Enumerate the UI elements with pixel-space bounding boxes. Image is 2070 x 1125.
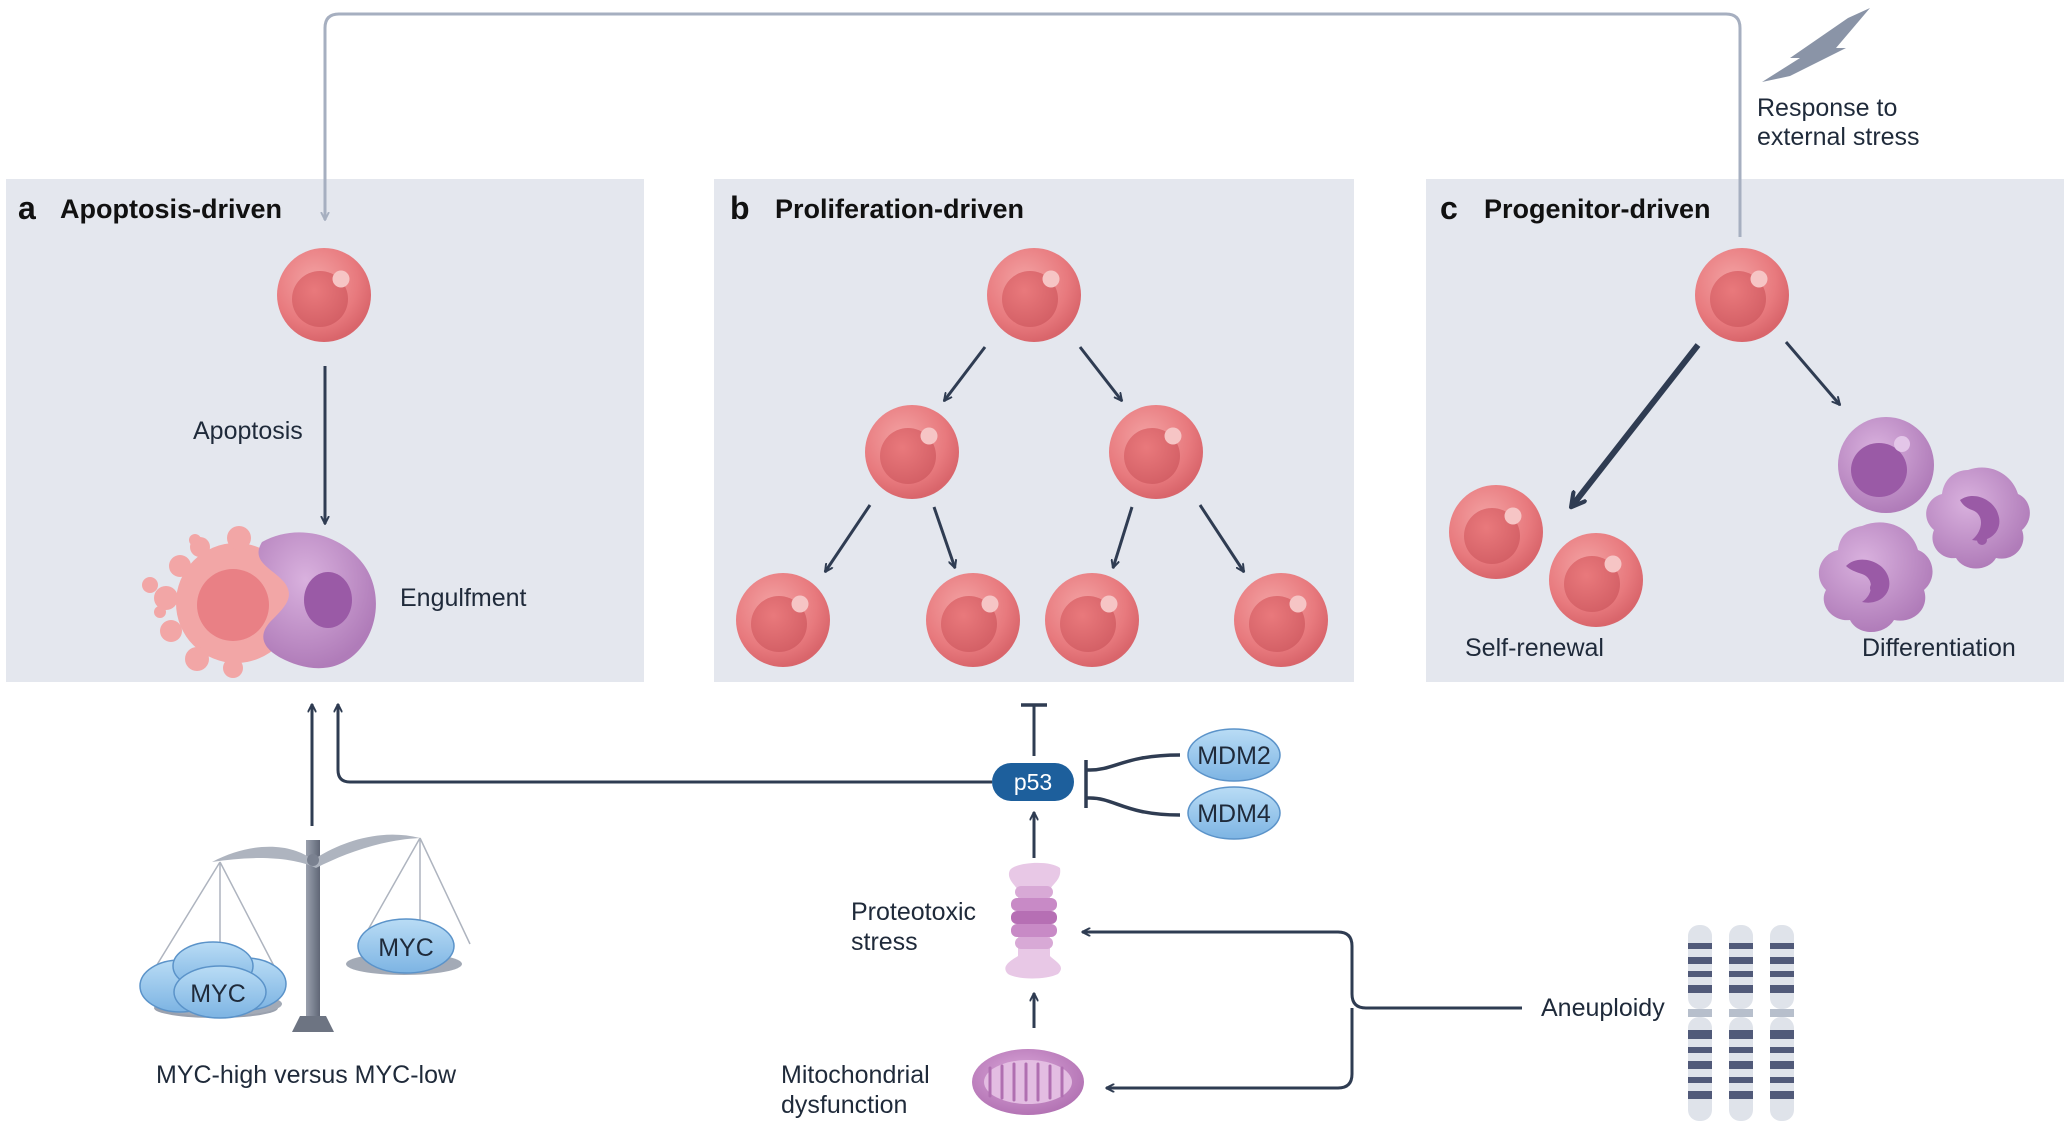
cell-b-bottom-2	[926, 573, 1020, 667]
panel-c-title: Progenitor-driven	[1484, 194, 1711, 224]
mdm4-label: MDM4	[1197, 800, 1271, 828]
aneuploidy-bracket	[1084, 930, 1522, 1090]
apoptosis-label: Apoptosis	[193, 417, 303, 445]
myc-caption: MYC-high versus MYC-low	[156, 1061, 457, 1089]
cell-c-renewal-1	[1449, 485, 1543, 579]
differentiation-arrow	[1784, 341, 1842, 406]
cell-a-top	[277, 248, 371, 342]
p53-label: p53	[1014, 769, 1052, 795]
myc-high-label: MYC	[190, 980, 246, 1008]
division-arrow-3	[823, 504, 872, 572]
mitochondrion-icon	[972, 1049, 1084, 1115]
mdm4-inhibits-p53	[1086, 796, 1181, 817]
chromosome-icon-1	[1688, 925, 1712, 1121]
cell-c-renewal-2	[1549, 533, 1643, 627]
chromosome-icon-2	[1729, 925, 1753, 1121]
mdm4-node	[1187, 786, 1281, 840]
response-label-line1: Response to	[1757, 94, 1897, 122]
self-renewal-arrow	[1572, 343, 1701, 506]
panel-a-letter: a	[18, 190, 36, 226]
differentiation-label: Differentiation	[1862, 634, 2016, 662]
p53-to-apoptosis-arrow	[338, 704, 992, 784]
proteasome-icon	[1005, 862, 1061, 979]
engulfment-label: Engulfment	[400, 584, 527, 612]
aneuploidy-label: Aneuploidy	[1541, 994, 1665, 1022]
cell-b-bottom-3	[1045, 573, 1139, 667]
cell-b-bottom-4	[1234, 573, 1328, 667]
proteotoxic-label-line1: Proteotoxic	[851, 898, 976, 926]
mdm2-inhibits-p53	[1086, 753, 1181, 772]
panel-c-letter: c	[1440, 190, 1458, 226]
mito-label-line2: dysfunction	[781, 1091, 907, 1119]
mdm2-node	[1187, 728, 1281, 782]
cell-b-mid-right	[1109, 405, 1203, 499]
macrophage-icon	[258, 532, 376, 669]
response-label-line2: external stress	[1757, 123, 1920, 151]
panel-a-title: Apoptosis-driven	[60, 194, 282, 224]
cell-c-progenitor	[1695, 248, 1789, 342]
lightning-icon	[1762, 8, 1870, 82]
division-arrow-5	[1113, 506, 1134, 568]
balance-scale-icon	[139, 834, 471, 1032]
panel-b-title: Proliferation-driven	[775, 194, 1024, 224]
division-arrow-4	[932, 506, 955, 568]
division-arrow-2	[1078, 346, 1124, 401]
differentiated-cell-3	[1818, 522, 1933, 632]
chromosome-icon-3	[1770, 925, 1794, 1121]
differentiated-cell-1	[1838, 417, 1934, 513]
panel-b-letter: b	[730, 190, 750, 226]
p53-node	[992, 763, 1074, 801]
division-arrow-1	[942, 346, 987, 401]
cell-b-root	[987, 248, 1081, 342]
cell-b-mid-left	[865, 405, 959, 499]
proteotoxic-label-line2: stress	[851, 928, 918, 956]
mdm2-label: MDM2	[1197, 742, 1271, 770]
myc-low-label: MYC	[378, 934, 434, 962]
mito-label-line1: Mitochondrial	[781, 1061, 930, 1089]
cell-b-bottom-1	[736, 573, 830, 667]
stress-feedback-arrow	[325, 12, 1742, 237]
differentiated-cell-2	[1926, 467, 2030, 569]
self-renewal-label: Self-renewal	[1465, 634, 1604, 662]
division-arrow-6	[1198, 504, 1246, 572]
